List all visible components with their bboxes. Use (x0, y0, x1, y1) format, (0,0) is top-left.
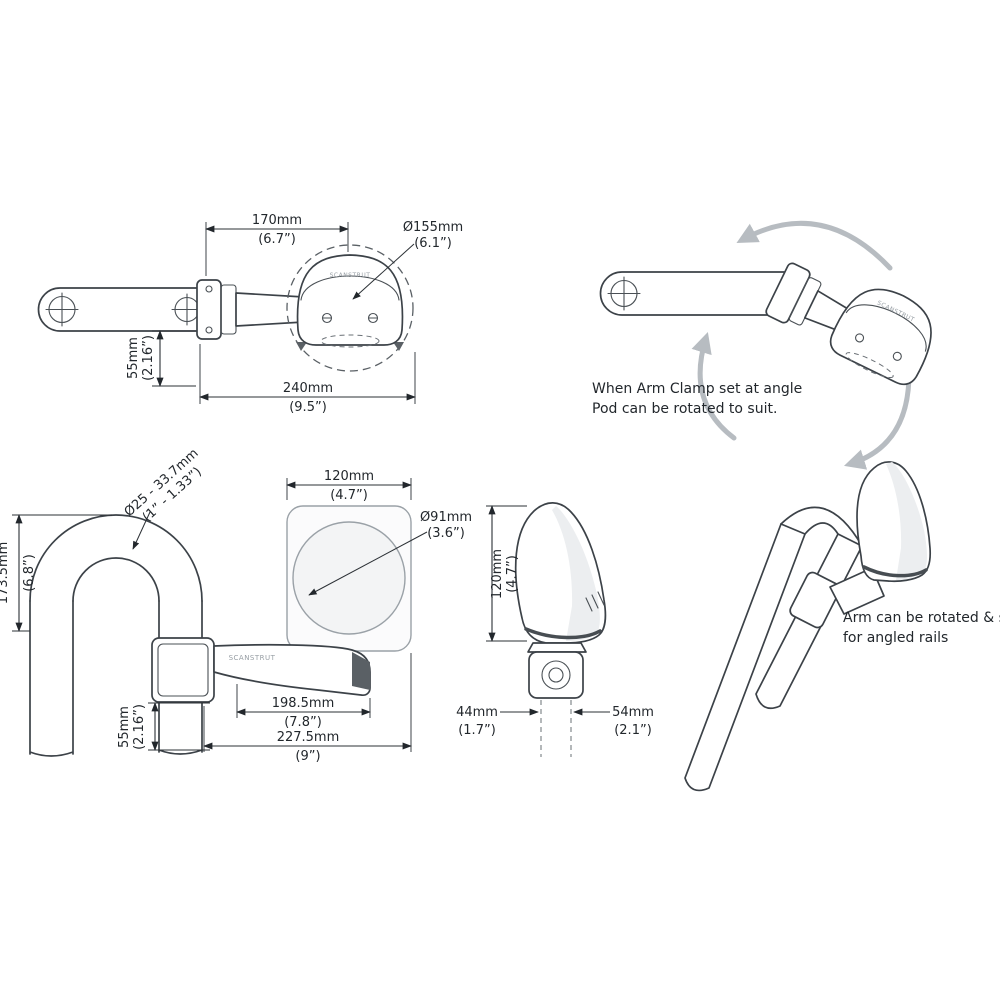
dim-55-in: (2.16”) (141, 335, 156, 381)
clamp-bore-inner (548, 667, 564, 683)
leader-91 (308, 531, 428, 596)
dim-173-in: (6.8”) (22, 554, 37, 592)
dim-155-in: (6.1”) (414, 236, 452, 251)
rail-centerlines (540, 700, 572, 757)
rotation-tick-right-icon (393, 342, 404, 351)
view-top-pod-on-rail: SCANSTRUT 170mm (6.7”) Ø155mm (6.1”) 55m… (37, 213, 463, 415)
view-angled-rail: Arm can be rotated & set for angled rail… (684, 461, 1000, 792)
rotation-arrow-left-icon (691, 331, 737, 441)
dim-120-face-mm: 120mm (324, 469, 374, 484)
dim-170-mm: 170mm (252, 213, 302, 228)
arm-clamp (196, 279, 222, 340)
pod-cutout-circle (292, 521, 406, 635)
pod-face-shading (552, 506, 600, 641)
pod-base-plate (527, 642, 587, 653)
dim-120-height-mm: 120mm (490, 549, 505, 599)
dim-198-in: (7.8”) (284, 715, 322, 730)
rail-arch-outer (29, 514, 203, 602)
dim-54-in: (2.1”) (614, 723, 652, 738)
rotation-arrow-top-icon (736, 220, 893, 271)
rail-tube (599, 271, 785, 316)
rotation-arrow-right-icon (843, 373, 912, 470)
rail-left-leg (29, 600, 74, 757)
view-pod-side: 120mm (4.7”) 44mm (1.7”) 54mm (2.1”) (456, 502, 654, 757)
leader-rail-dia (132, 511, 151, 550)
rotation-tick-left-icon (296, 342, 307, 351)
dim-240-mm: 240mm (283, 381, 333, 396)
angled-rail-arch (780, 506, 863, 547)
arm-bracket-dark (352, 652, 370, 690)
rail-right-leg (158, 600, 203, 755)
pod-face-shading (886, 462, 927, 580)
dim-227-in: (9”) (295, 749, 320, 764)
dim-54-mm: 54mm (612, 705, 654, 720)
dim-91-in: (3.6”) (427, 526, 465, 541)
dim-55-rail-mm: 55mm (117, 706, 132, 748)
brand-label: SCANSTRUT (229, 654, 276, 662)
dim-44-mm: 44mm (456, 705, 498, 720)
dim-240-in: (9.5”) (289, 400, 327, 415)
dim-55-rail-in: (2.16”) (132, 704, 147, 750)
view-rail-arm-side: SCANSTRUT Ø25 - 33.7mm (1” - 1.33”) 173.… (0, 446, 472, 764)
rail-clamp (528, 651, 584, 699)
dim-55-mm: 55mm (126, 337, 141, 379)
dim-44-in: (1.7”) (458, 723, 496, 738)
angled-note-line2: for angled rails (843, 630, 948, 646)
brand-label: SCANSTRUT (330, 272, 371, 279)
dim-91-mm: Ø91mm (420, 510, 472, 525)
dim-227-mm: 227.5mm (277, 730, 340, 745)
dim-120-height-in: (4.7”) (505, 555, 520, 593)
view-pod-rotation: SCANSTRUT When Arm Clamp set at angle Po… (592, 220, 932, 470)
rotated-pod-assembly: SCANSTRUT (765, 262, 932, 386)
dim-198-mm: 198.5mm (272, 696, 335, 711)
pod-body (829, 288, 932, 386)
pod-base-hidden-edge (320, 334, 380, 348)
pod-rotation-circle (286, 244, 414, 372)
arm-clamp (151, 637, 215, 703)
rail-tube (37, 287, 211, 332)
leader-155 (352, 243, 415, 300)
dim-155-mm: Ø155mm (403, 220, 463, 235)
dim-120-face-in: (4.7”) (330, 488, 368, 503)
pod-face-edge (524, 627, 602, 640)
rotation-note-line1: When Arm Clamp set at angle (592, 381, 802, 397)
rail-clamp (789, 571, 841, 629)
dim-173-mm: 173.5mm (0, 542, 11, 605)
angled-note-line1: Arm can be rotated & set (843, 610, 1000, 626)
mount-arm (235, 292, 305, 327)
clamp-bore-outer (541, 660, 571, 690)
dim-170-in: (6.7”) (258, 232, 296, 247)
angled-rail-left-tube (684, 523, 806, 792)
rotation-note-line2: Pod can be rotated to suit. (592, 401, 777, 417)
pod-face-edge (862, 565, 928, 578)
rail-arch-inner (72, 557, 160, 602)
